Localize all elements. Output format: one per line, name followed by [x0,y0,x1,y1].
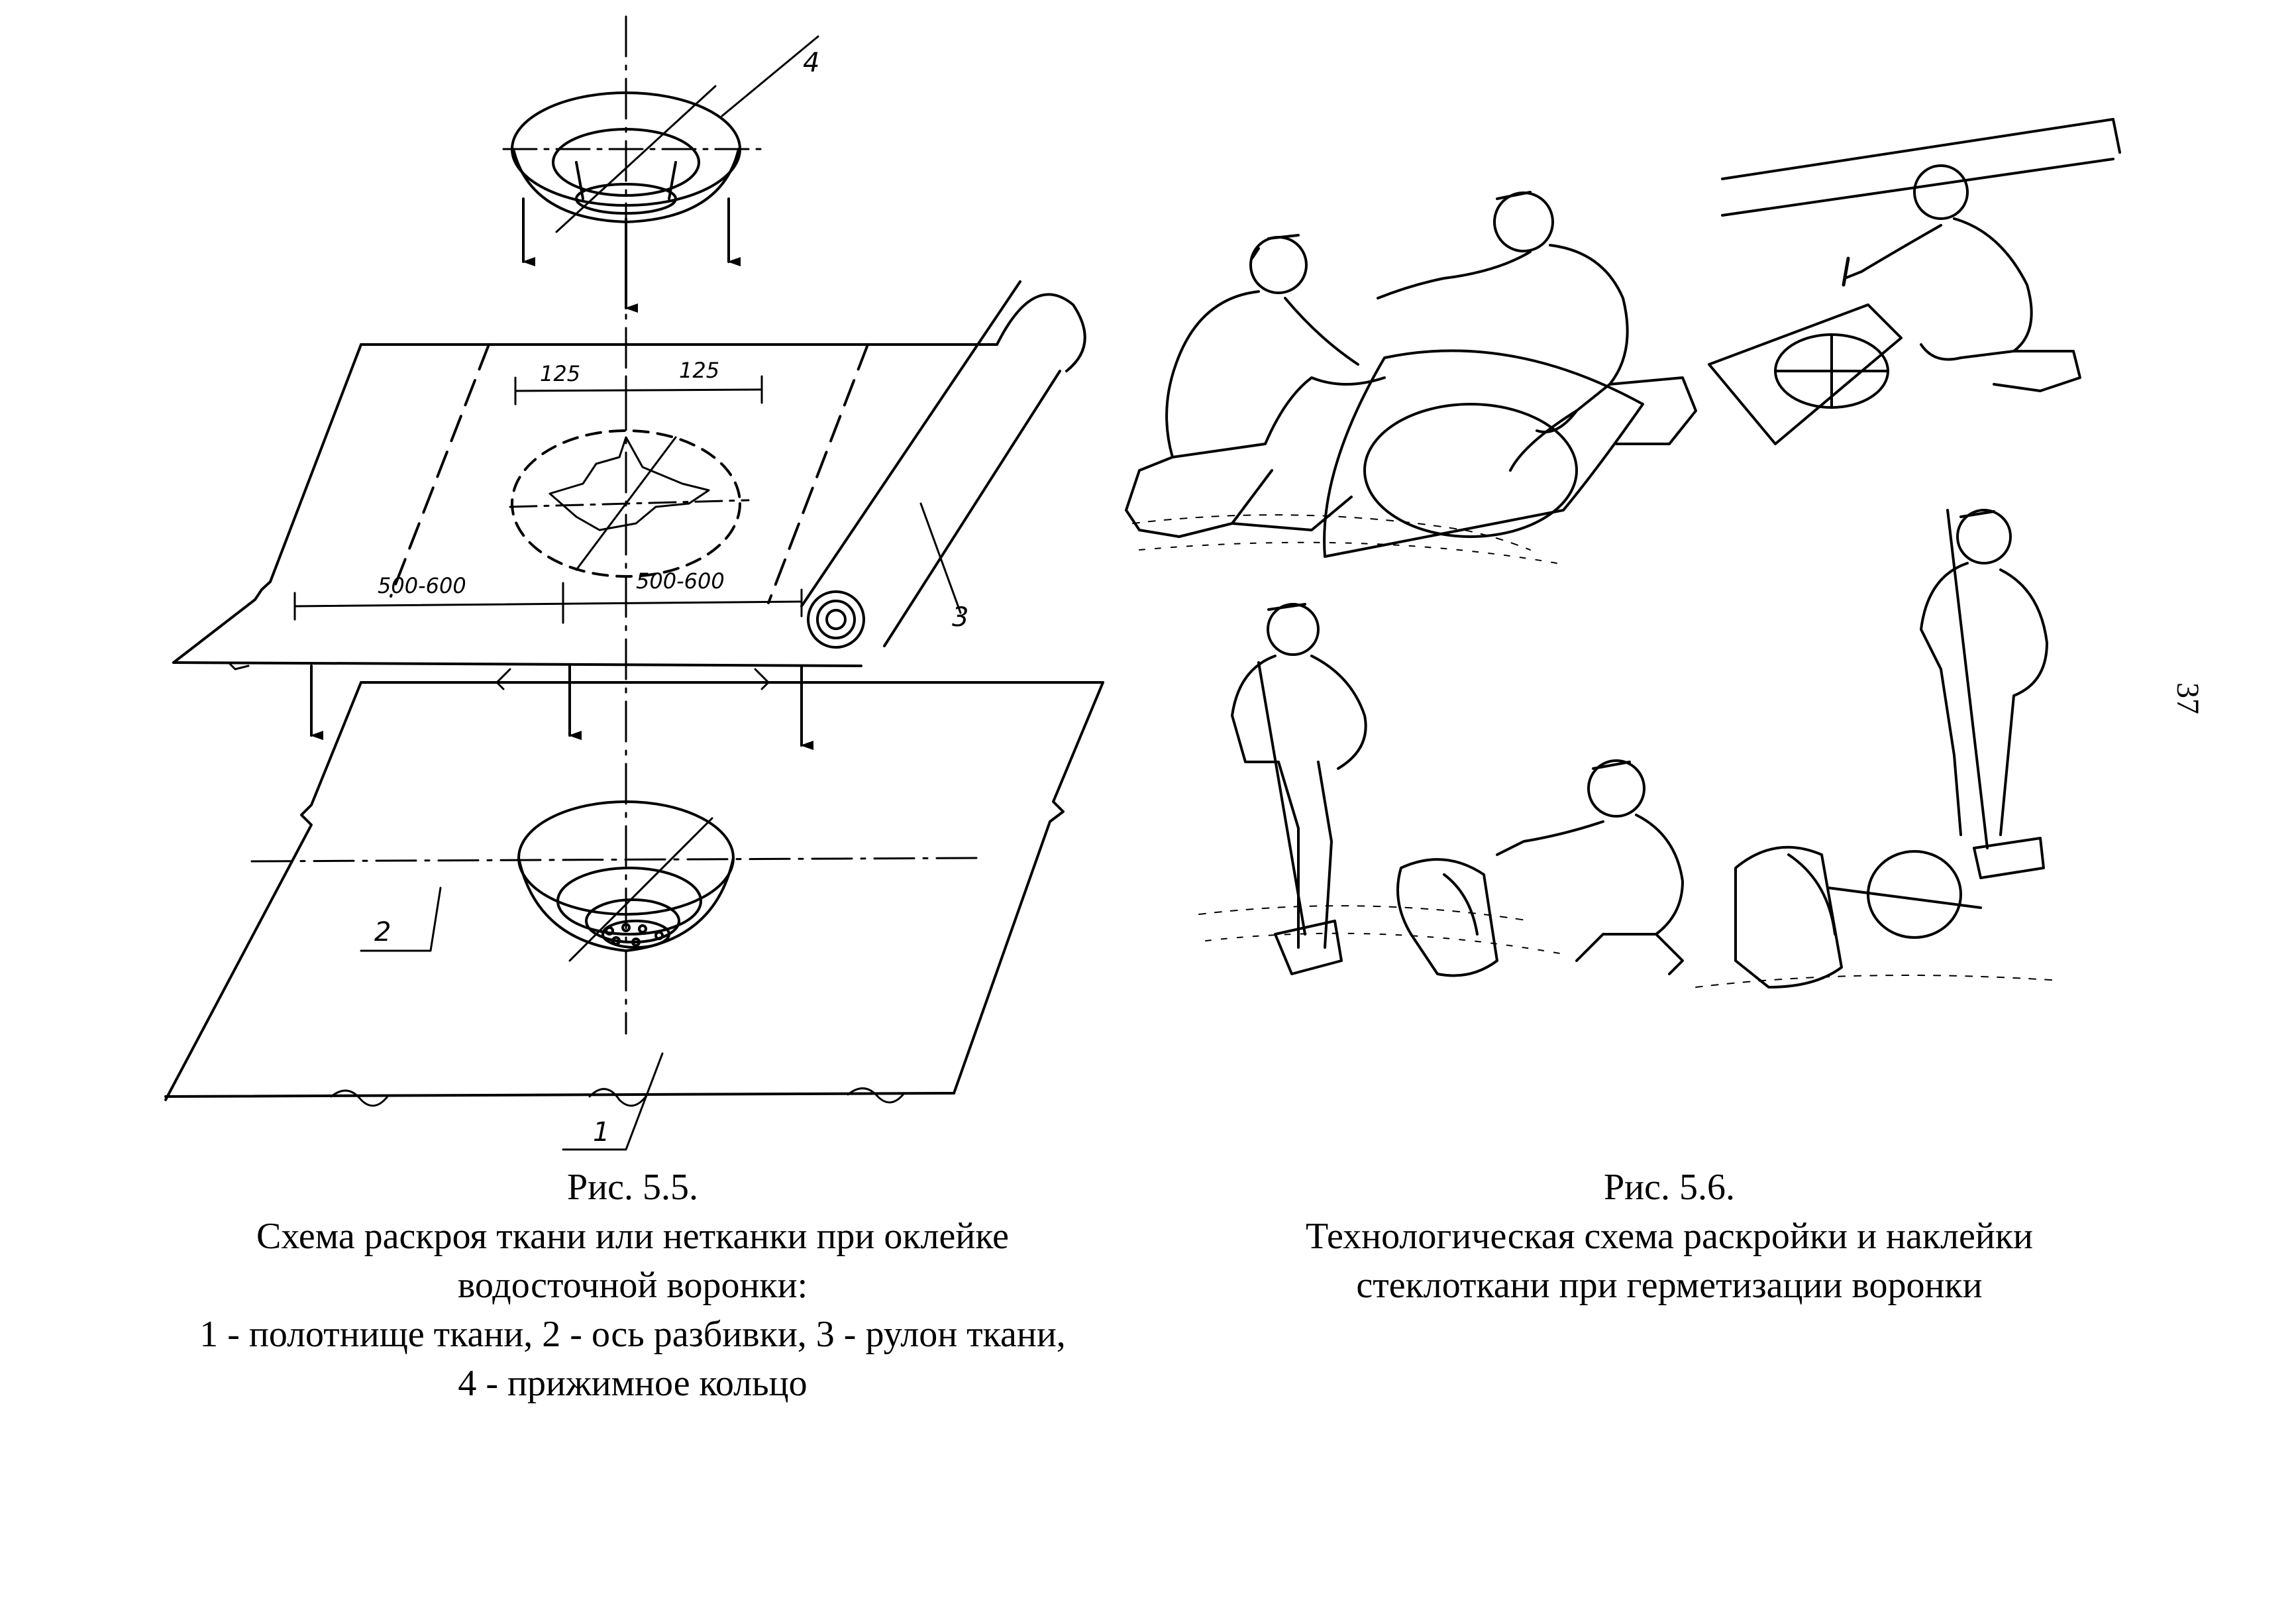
label-2: 2 [374,917,391,947]
dimension-500-600-right: 500-600 [636,568,725,594]
caption-title: Рис. 5.6. [1604,1167,1735,1208]
fabric-sheet-lower [166,682,1103,1106]
caption-figure-5-5: Рис. 5.5. Схема раскроя ткани или неткан… [152,1163,1113,1408]
scene-cutting-fabric [1126,192,1696,563]
pressure-ring-top [503,36,818,232]
caption-line: 4 - прижимное кольцо [458,1363,808,1404]
label-4: 4 [803,48,819,78]
caption-line: 1 - полотнище ткани, 2 - ось разбивки, 3… [199,1314,1066,1355]
caption-line: стеклоткани при герметизации воронки [1356,1265,1983,1306]
dimension-500-600-left: 500-600 [378,573,466,598]
page-number: 37 [2170,682,2205,714]
dimension-125-right: 125 [679,358,719,383]
scene-sweeping-rolling [1199,604,1683,976]
caption-title: Рис. 5.5. [567,1167,698,1208]
caption-line: водосточной воронки: [457,1265,808,1306]
scene-marking-circle [1709,119,2120,444]
caption-figure-5-6: Рис. 5.6. Технологическая схема раскройк… [1239,1163,2100,1310]
caption-line: Схема раскроя ткани или нетканки при окл… [256,1216,1010,1257]
scene-broom-roll [1696,510,2060,987]
label-1: 1 [593,1117,609,1148]
caption-line: Технологическая схема раскройки и наклей… [1305,1216,2034,1257]
figure-5-5-drawing: 4 3 2 1 125 125 500-600 500-600 [0,0,1126,1179]
figure-5-6-illustration [1100,99,2133,1067]
fabric-sheet-upper [174,282,1085,689]
label-3: 3 [952,602,968,633]
dimension-125-left: 125 [540,361,580,386]
